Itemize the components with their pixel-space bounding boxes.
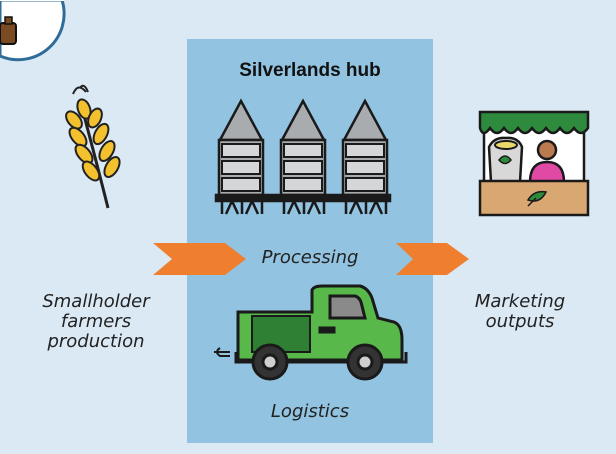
logistics-label: Logistics <box>270 401 350 422</box>
silo-icon <box>214 98 392 215</box>
smallholder-line: Smallholder <box>42 291 150 312</box>
smallholder-label: Smallholder farmers production <box>12 292 180 352</box>
smallholder-line: production <box>47 331 145 352</box>
hub-title: Silverlands hub <box>239 60 381 81</box>
arrow-icon <box>153 243 246 275</box>
processing-label: Processing <box>261 247 359 268</box>
truck-icon <box>214 284 408 381</box>
badge-icon <box>0 0 66 62</box>
wheat-icon <box>65 84 121 209</box>
hub-panel <box>187 39 433 443</box>
marketing-line: outputs <box>485 311 555 332</box>
smallholder-line: farmers <box>60 311 132 332</box>
arrow-icon <box>396 243 469 275</box>
marketing-line: Marketing <box>474 291 566 312</box>
marketing-label: Marketing outputs <box>440 292 600 332</box>
market-stall-icon <box>478 110 590 217</box>
